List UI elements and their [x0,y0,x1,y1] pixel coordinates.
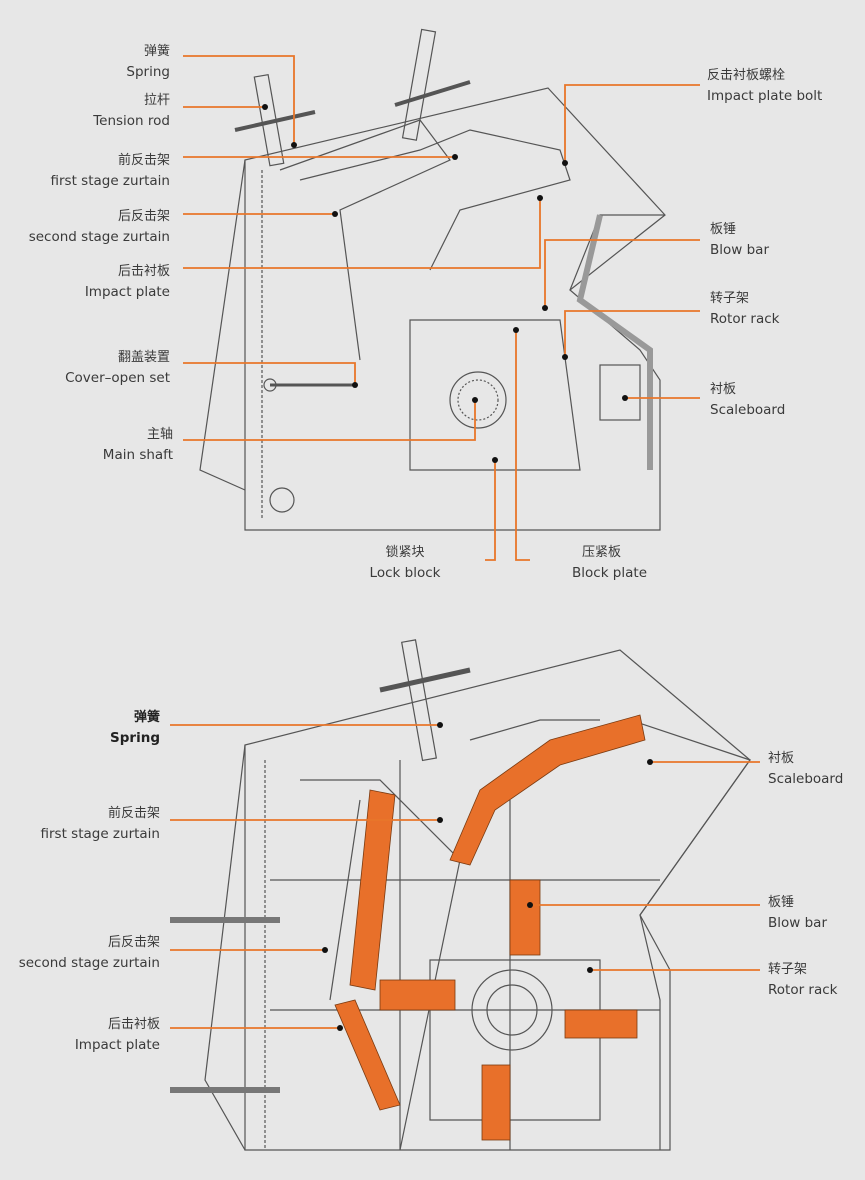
label-en: Block plate [572,565,647,581]
label-en: Main shaft [102,447,173,463]
bottom-crusher-drawing [170,639,751,1151]
label-tension-rod: 拉杆 Tension rod [93,90,170,132]
label-impact-plate-bottom: 后击衬板 Impact plate [75,1014,160,1056]
label-en: Scaleboard [768,771,844,787]
label-en: Blow bar [768,915,827,931]
label-spring: 弹簧 Spring [126,41,170,83]
label-en: Tension rod [93,113,170,129]
label-en: Impact plate [84,284,170,300]
label-lock-block: 锁紧块 Lock block [360,542,450,584]
label-en: Spring [126,64,170,80]
bottom-leader-dots [322,722,653,1031]
label-zh: 弹簧 [133,710,160,725]
top-crusher-drawing [199,28,666,531]
label-en: Blow bar [710,242,769,258]
label-zh: 衬板 [768,751,795,766]
label-zh: 反击衬板螺栓 [707,68,786,83]
label-zh: 转子架 [768,962,808,977]
label-zh: 翻盖装置 [117,350,170,365]
label-en: first stage zurtain [40,826,160,842]
label-blow-bar: 板锤 Blow bar [710,219,769,261]
label-second-stage-zurtain-bottom: 后反击架 second stage zurtain [19,932,160,974]
label-spring-bottom: 弹簧 Spring [110,707,160,749]
label-en: Scaleboard [710,402,786,418]
label-zh: 主轴 [146,427,173,442]
label-en: Lock block [369,565,441,581]
label-zh: 压紧板 [582,545,622,560]
label-first-stage-zurtain-bottom: 前反击架 first stage zurtain [40,803,160,845]
label-en: Spring [110,730,160,746]
bottom-orange-parts [334,714,646,1141]
label-en: Impact plate bolt [707,88,823,104]
label-blow-bar-bottom: 板锤 Blow bar [768,892,827,934]
label-zh: 后击衬板 [107,1017,160,1032]
label-zh: 后反击架 [117,209,170,224]
top-leader-dots [262,104,628,463]
label-scaleboard-bottom: 衬板 Scaleboard [768,748,843,790]
blow-bar-bottom [481,1064,511,1141]
label-zh: 前反击架 [117,153,170,168]
label-en: Impact plate [74,1037,160,1053]
label-en: Rotor rack [710,311,780,327]
label-zh: 板锤 [710,222,737,237]
label-scaleboard: 衬板 Scaleboard [710,379,785,421]
blow-bar-top [509,879,541,956]
label-en: second stage zurtain [28,229,170,245]
label-first-stage-zurtain: 前反击架 first stage zurtain [50,150,170,192]
bottom-leader-lines [170,724,760,1029]
label-rotor-rack: 转子架 Rotor rack [710,288,780,330]
blow-bar-left [379,979,456,1011]
second-curtain-liners [449,714,646,866]
label-zh: 后击衬板 [117,264,170,279]
label-zh: 锁紧块 [385,545,425,560]
label-block-plate: 压紧板 Block plate [572,542,647,584]
label-rotor-rack-bottom: 转子架 Rotor rack [768,959,838,1001]
label-en: Cover–open set [65,370,170,386]
label-zh: 衬板 [710,382,737,397]
label-zh: 转子架 [710,291,750,306]
label-main-shaft: 主轴 Main shaft [103,424,173,466]
label-zh: 前反击架 [107,806,160,821]
first-curtain-liners [349,789,396,991]
label-en: second stage zurtain [18,955,160,971]
label-impact-plate-bolt: 反击衬板螺栓 Impact plate bolt [707,65,822,107]
label-en: first stage zurtain [50,173,170,189]
label-zh: 后反击架 [107,935,160,950]
label-en: Rotor rack [768,982,838,998]
label-cover-open-set: 翻盖装置 Cover–open set [65,347,170,389]
impact-plate-liners [334,999,401,1111]
label-zh: 拉杆 [143,93,170,108]
top-leader-lines [183,55,700,561]
blow-bar-right [564,1009,638,1039]
label-second-stage-zurtain: 后反击架 second stage zurtain [29,206,170,248]
label-zh: 板锤 [768,895,795,910]
label-zh: 弹簧 [143,44,170,59]
label-impact-plate: 后击衬板 Impact plate [85,261,170,303]
